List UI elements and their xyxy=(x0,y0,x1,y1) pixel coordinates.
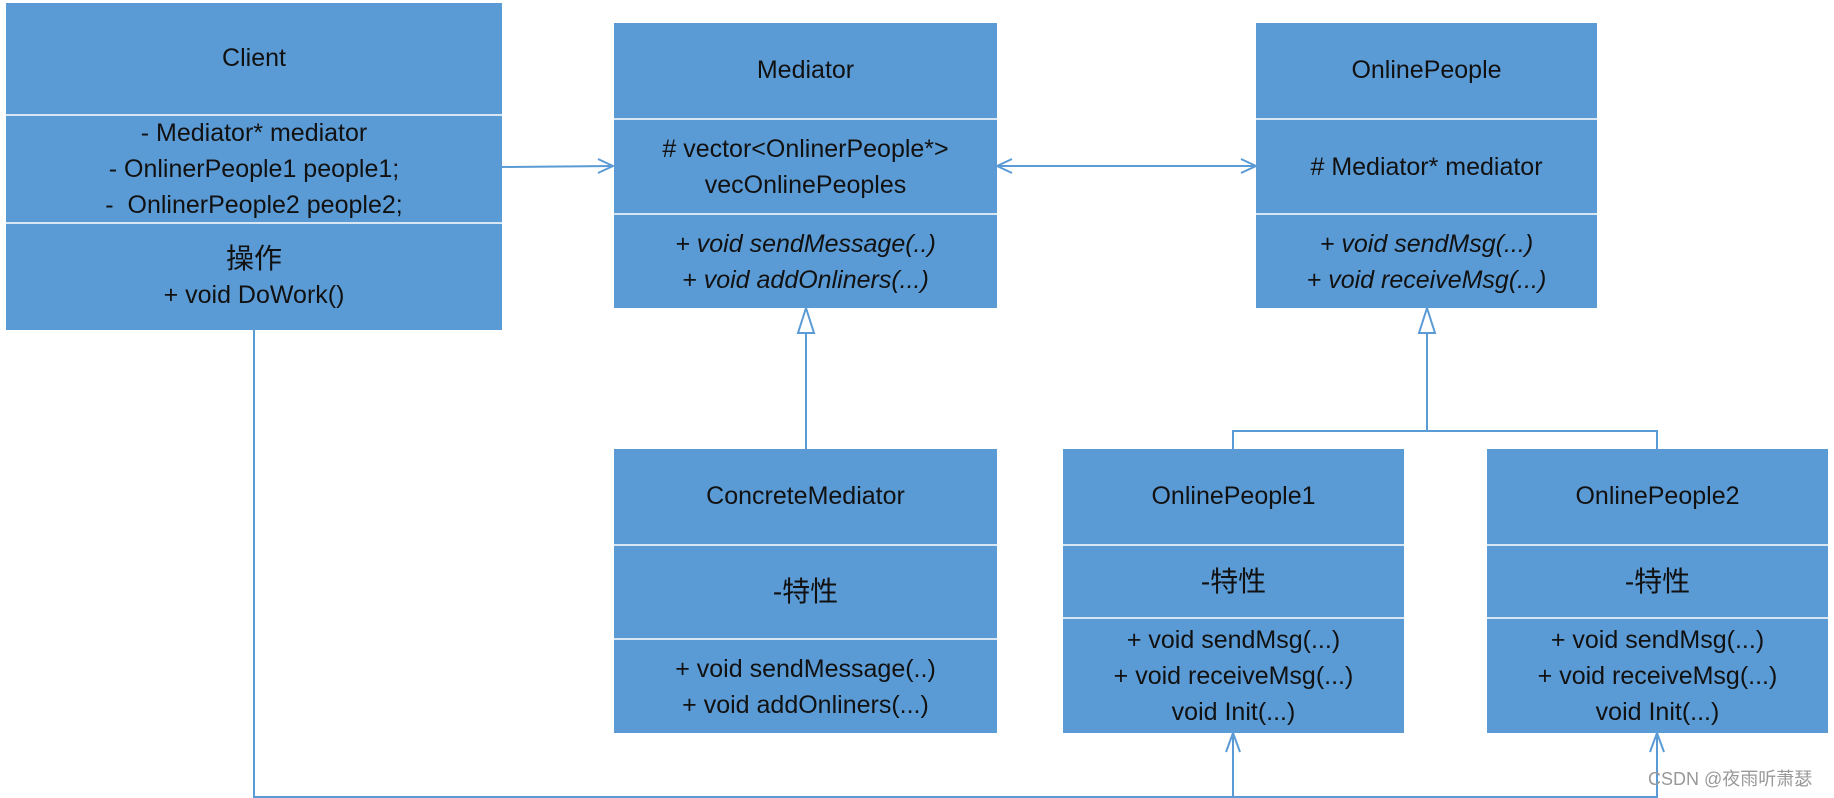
class-onlinepeople2-attribute: -特性 xyxy=(1624,565,1691,597)
class-mediator-operations-section: + void sendMessage(..) + void addOnliner… xyxy=(614,213,997,308)
class-mediator: Mediator # vector<OnlinerPeople*> vecOnl… xyxy=(614,23,997,308)
class-mediator-operation: + void addOnliners(...) xyxy=(682,265,929,294)
class-mediator-attributes-section: # vector<OnlinerPeople*> vecOnlinePeople… xyxy=(614,118,997,213)
class-onlinepeople2-attributes-section: -特性 xyxy=(1487,544,1828,617)
onlinepeople-generalization-branch xyxy=(1232,430,1658,449)
class-concretemediator-operations-section: + void sendMessage(..) + void addOnliner… xyxy=(614,638,997,733)
class-mediator-name-section: Mediator xyxy=(614,23,997,118)
class-onlinepeople2-operation: + void sendMsg(...) xyxy=(1550,626,1765,654)
class-concretemediator-attributes-section: -特性 xyxy=(614,544,997,638)
class-client-operations-section: 操作 + void DoWork() xyxy=(6,222,502,330)
class-client-name: Client xyxy=(222,44,286,72)
class-client-attribute: - Mediator* mediator xyxy=(140,119,368,147)
class-onlinepeople1-operations-section: + void sendMsg(...) + void receiveMsg(..… xyxy=(1063,617,1404,733)
client-bottom-connector xyxy=(253,330,1658,798)
class-client-attribute: - OnlinerPeople2 people2; xyxy=(105,191,403,219)
csdn-watermark: CSDN @夜雨听萧瑟 xyxy=(1648,769,1813,789)
class-mediator-name: Mediator xyxy=(756,56,855,84)
class-onlinepeople1: OnlinePeople1 -特性 + void sendMsg(...) + … xyxy=(1063,449,1404,733)
class-onlinepeople1-operation: void Init(...) xyxy=(1171,698,1296,726)
class-onlinepeople-attributes-section: # Mediator* mediator xyxy=(1256,118,1597,213)
class-client-attributes-section: - Mediator* mediator - OnlinerPeople1 pe… xyxy=(6,114,502,222)
class-onlinepeople1-attribute: -特性 xyxy=(1200,565,1267,597)
class-onlinepeople1-operation: + void receiveMsg(...) xyxy=(1113,662,1354,690)
mediator-generalization-arrowhead xyxy=(796,304,816,334)
class-onlinepeople2-name: OnlinePeople2 xyxy=(1575,482,1740,510)
class-onlinepeople1-name: OnlinePeople1 xyxy=(1151,482,1316,510)
class-onlinepeople1-operation: + void sendMsg(...) xyxy=(1126,626,1341,654)
class-onlinepeople: OnlinePeople # Mediator* mediator + void… xyxy=(1256,23,1597,308)
class-concretemediator-operation: + void sendMessage(..) xyxy=(675,654,936,683)
class-concretemediator-name-section: ConcreteMediator xyxy=(614,449,997,544)
class-client-operation: + void DoWork() xyxy=(163,281,345,309)
class-onlinepeople-operations-section: + void sendMsg(...) + void receiveMsg(..… xyxy=(1256,213,1597,308)
onlinepeople1-arrowhead xyxy=(1225,730,1241,753)
class-client-attribute: - OnlinerPeople1 people1; xyxy=(108,155,400,183)
class-onlinepeople2: OnlinePeople2 -特性 + void sendMsg(...) + … xyxy=(1487,449,1828,733)
class-onlinepeople-attribute: # Mediator* mediator xyxy=(1310,152,1543,181)
class-client: Client - Mediator* mediator - OnlinerPeo… xyxy=(6,3,502,330)
class-onlinepeople2-name-section: OnlinePeople2 xyxy=(1487,449,1828,544)
class-concretemediator-attribute: -特性 xyxy=(772,576,839,607)
class-onlinepeople1-attributes-section: -特性 xyxy=(1063,544,1404,617)
class-onlinepeople-operation: + void sendMsg(...) xyxy=(1319,229,1534,258)
class-mediator-operation: + void sendMessage(..) xyxy=(675,229,936,258)
class-onlinepeople-name: OnlinePeople xyxy=(1351,56,1502,84)
class-mediator-attribute: vecOnlinePeoples xyxy=(704,170,907,199)
class-mediator-attribute: # vector<OnlinerPeople*> xyxy=(662,134,949,163)
class-concretemediator-operation: + void addOnliners(...) xyxy=(682,690,929,719)
onlinepeople-generalization-arrowhead xyxy=(1417,304,1437,334)
client-mediator-association-line xyxy=(501,165,614,168)
class-onlinepeople-operation: + void receiveMsg(...) xyxy=(1306,265,1547,294)
class-onlinepeople2-operation: + void receiveMsg(...) xyxy=(1537,662,1778,690)
class-onlinepeople2-operations-section: + void sendMsg(...) + void receiveMsg(..… xyxy=(1487,617,1828,733)
class-onlinepeople1-name-section: OnlinePeople1 xyxy=(1063,449,1404,544)
class-concretemediator: ConcreteMediator -特性 + void sendMessage(… xyxy=(614,449,997,733)
client-mediator-arrowhead xyxy=(597,158,616,174)
class-onlinepeople-name-section: OnlinePeople xyxy=(1256,23,1597,118)
mediator-end-arrowhead xyxy=(994,158,1013,174)
class-onlinepeople2-operation: void Init(...) xyxy=(1595,698,1720,726)
class-client-name-section: Client xyxy=(6,3,502,114)
onlinepeople2-arrowhead xyxy=(1649,730,1665,753)
class-concretemediator-name: ConcreteMediator xyxy=(706,482,905,510)
class-client-operations-header: 操作 xyxy=(225,243,282,274)
